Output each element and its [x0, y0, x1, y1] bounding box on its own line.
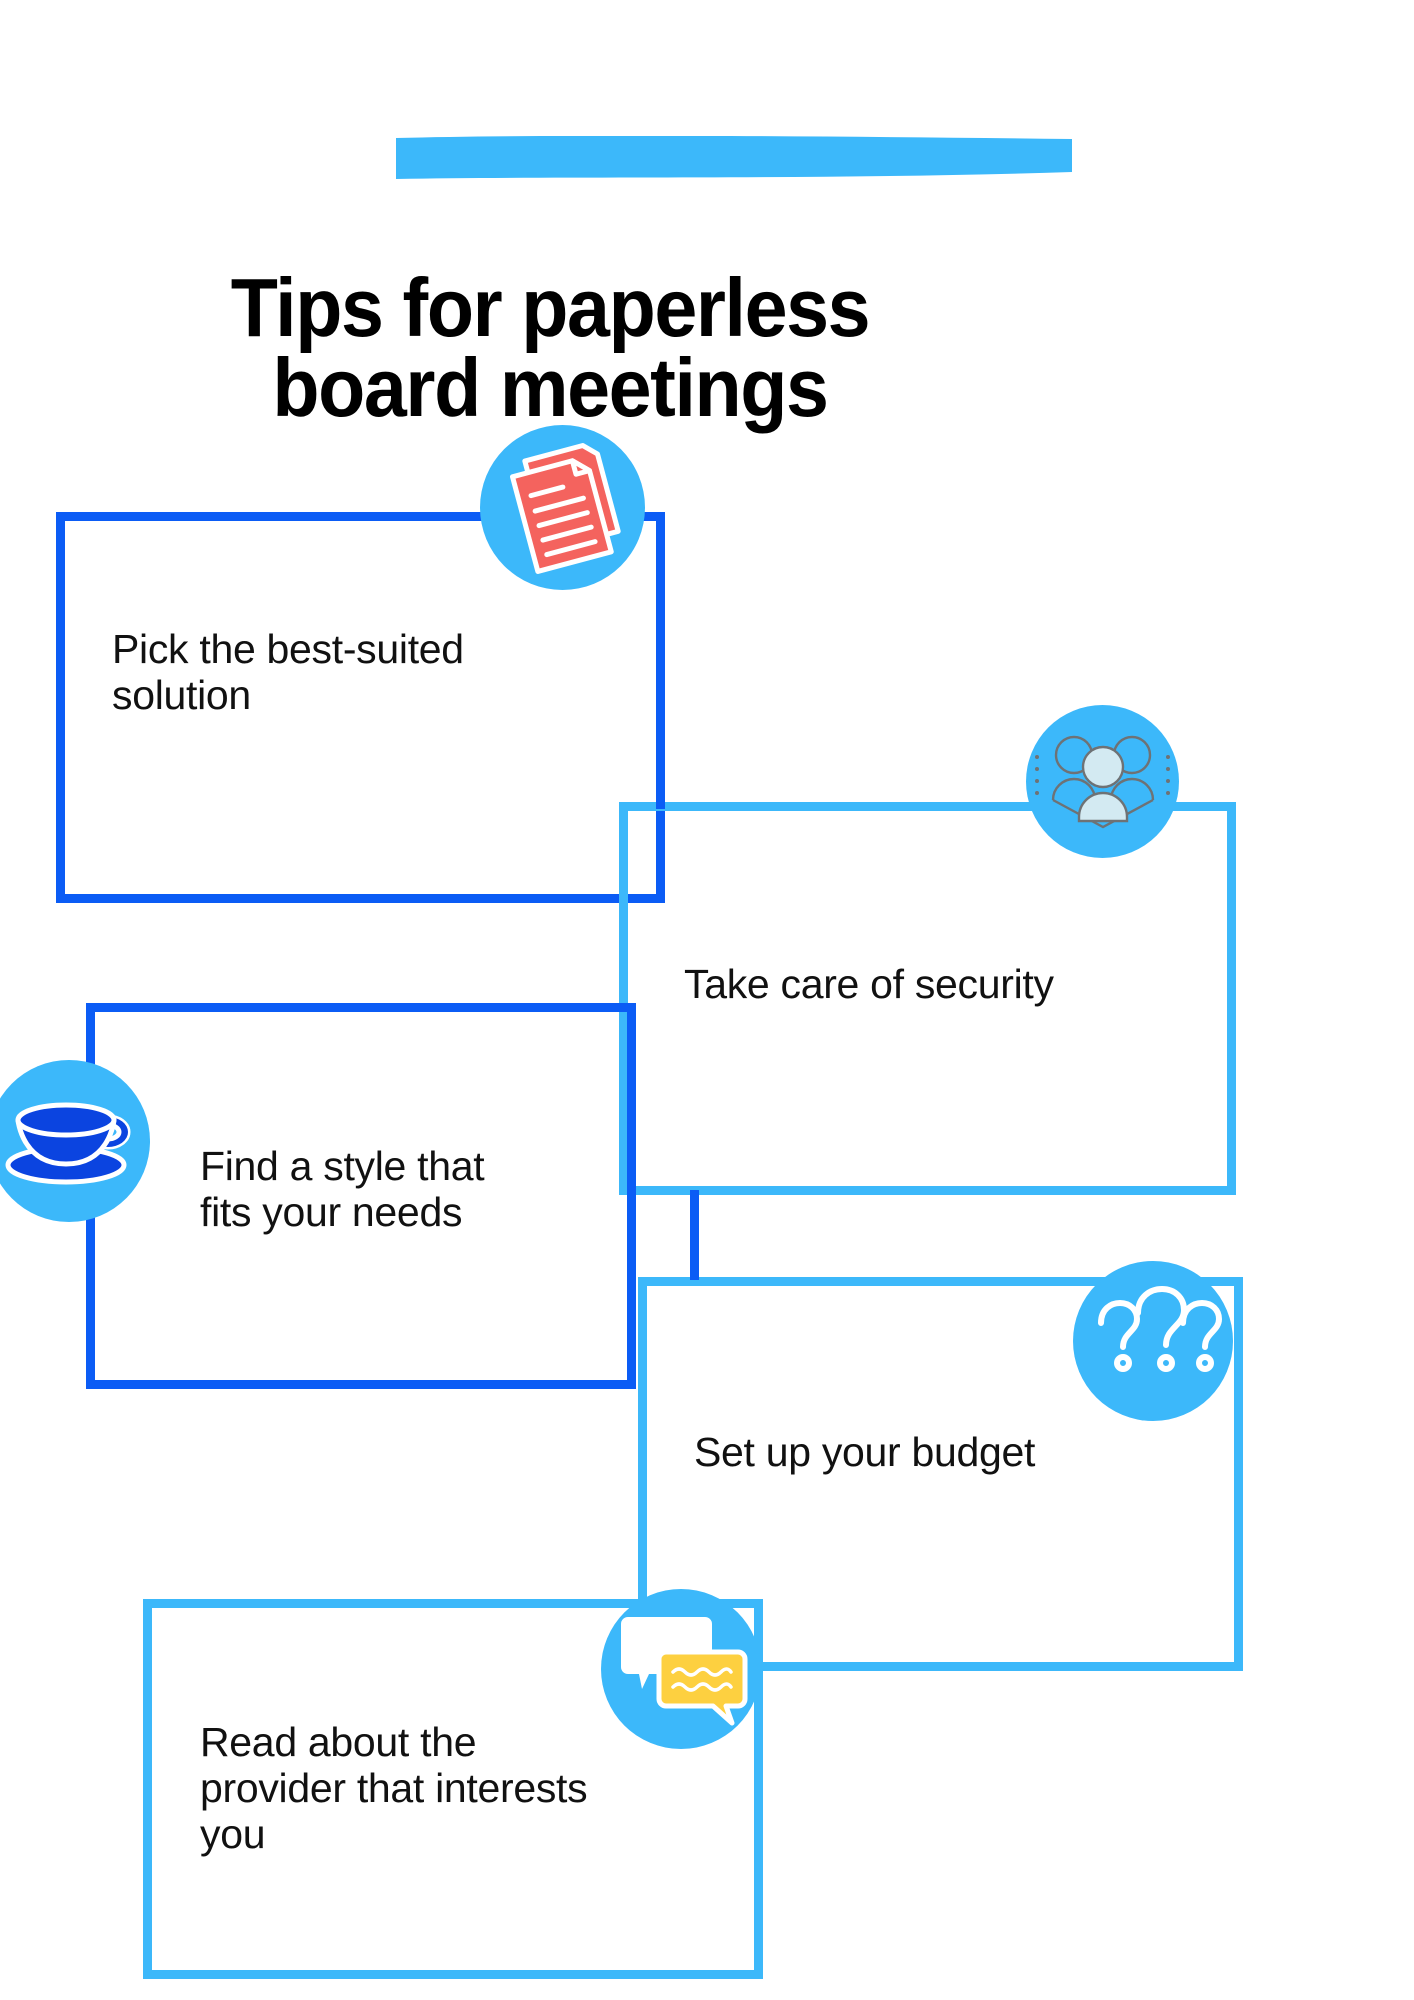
- question-marks-icon-badge: [1073, 1261, 1233, 1421]
- step-label-5: Read about the provider that interests y…: [200, 1719, 588, 1857]
- coffee-cup-icon-badge: [0, 1060, 150, 1222]
- connector-step1-step2: [656, 519, 665, 809]
- chat-bubbles-icon: [621, 1617, 748, 1726]
- step-label-1: Pick the best-suited solution: [112, 626, 464, 718]
- step-card-4[interactable]: [638, 1277, 1243, 1671]
- chat-bubbles-icon-badge: [601, 1589, 761, 1749]
- step-card-2[interactable]: [619, 802, 1236, 1195]
- people-group-icon-badge: [1026, 705, 1179, 858]
- documents-icon: [509, 443, 621, 574]
- documents-icon-badge: [480, 425, 645, 590]
- coffee-cup-icon: [5, 1102, 131, 1185]
- connector-step2-step4: [690, 1190, 699, 1280]
- step-label-2: Take care of security: [684, 961, 1054, 1007]
- title-accent-bar: [396, 135, 1072, 180]
- people-group-icon: [1035, 735, 1170, 829]
- step-card-5[interactable]: [143, 1599, 763, 1979]
- question-marks-icon: [1098, 1286, 1222, 1372]
- step-label-4: Set up your budget: [694, 1429, 1036, 1475]
- step-label-3: Find a style that fits your needs: [200, 1143, 485, 1235]
- page-title: Tips for paperless board meetings: [230, 260, 871, 435]
